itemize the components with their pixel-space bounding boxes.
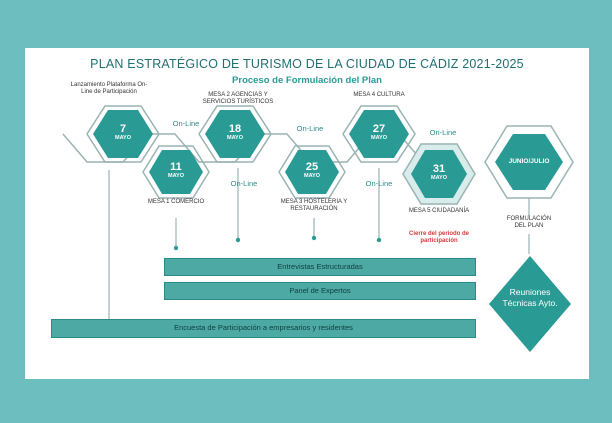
online-label-3: On-Line: [296, 124, 324, 133]
hex-25-text: 25 MAYO: [287, 161, 337, 180]
hex-7-text: 7 MAYO: [98, 123, 148, 142]
hex-25-day: 25: [305, 161, 319, 173]
hex-27: [349, 110, 409, 158]
hex-11: [149, 150, 203, 194]
hex-25: [285, 150, 339, 194]
hex-27-month: MAYO: [371, 135, 387, 141]
hex-final-text: JUNIO/JULIO: [508, 158, 550, 165]
bar-encuesta: Encuesta de Participación a empresarios …: [51, 319, 476, 338]
label-27: MESA 4 CULTURA: [353, 92, 405, 98]
hex-18-text: 18 MAYO: [210, 123, 260, 142]
label-25: MESA 3 HOSTELERIA Y RESTAURACIÓN: [280, 199, 348, 212]
page-title: PLAN ESTRATÉGICO DE TURISMO DE LA CIUDAD…: [90, 57, 524, 71]
hex-11-text: 11 MAYO: [151, 161, 201, 180]
hex-7-day: 7: [119, 123, 127, 135]
dot-27: [376, 237, 382, 243]
hex-18: [205, 110, 265, 158]
hex-7: [93, 110, 153, 158]
hex-18-day: 18: [228, 123, 242, 135]
label-11: MESA 1 COMERCIO: [147, 199, 205, 205]
hex-outline-11: [142, 145, 210, 199]
hex-11-month: MAYO: [168, 173, 184, 179]
hex-outline-25: [278, 145, 346, 199]
bar-entrevistas: Entrevistas Estructuradas: [164, 258, 476, 276]
label-7: Lanzamiento Plataforma On-Line de Partic…: [70, 82, 148, 95]
dot-18: [235, 237, 241, 243]
online-label-5: On-Line: [429, 128, 457, 137]
hex-outline-7: [86, 105, 160, 163]
reuniones-text: Reuniones Técnicas Ayto.: [502, 287, 558, 308]
hex-outline-18: [198, 105, 272, 163]
hex-31-day: 31: [432, 163, 446, 175]
hex-11-day: 11: [170, 161, 182, 173]
hex-31-text: 31 MAYO: [414, 163, 464, 182]
hex-27-day: 27: [372, 123, 386, 135]
reuniones-diamond: [489, 256, 571, 352]
closing-note: Cierre del periodo de participación: [408, 231, 469, 244]
hex-final: [495, 134, 563, 190]
hex-27-text: 27 MAYO: [354, 123, 404, 142]
page-subtitle: Proceso de Formulación del Plan: [232, 75, 382, 86]
online-label-2: On-Line: [230, 179, 258, 188]
diagram-frame: PLAN ESTRATÉGICO DE TURISMO DE LA CIUDAD…: [25, 48, 589, 379]
hex-31: [411, 150, 467, 198]
online-label-4: On-Line: [365, 179, 393, 188]
hex-7-month: MAYO: [115, 135, 131, 141]
hex-outline-27: [342, 105, 416, 163]
dot-25: [311, 235, 317, 241]
diagram-canvas: [62, 105, 574, 352]
dot-11: [173, 245, 179, 251]
label-31: MESA 5 CIUDADANÍA: [408, 208, 470, 214]
hex-25-month: MAYO: [304, 173, 320, 179]
online-label-1: On-Line: [172, 119, 200, 128]
hex-18-month: MAYO: [227, 135, 243, 141]
bar-panel-expertos: Panel de Expertos: [164, 282, 476, 300]
hex-31-month: MAYO: [431, 175, 447, 181]
label-18: MESA 2 AGENCIAS Y SERVICIOS TURÍSTICOS: [202, 92, 274, 105]
final-caption: FORMULACIÓN DEL PLAN: [506, 216, 552, 229]
